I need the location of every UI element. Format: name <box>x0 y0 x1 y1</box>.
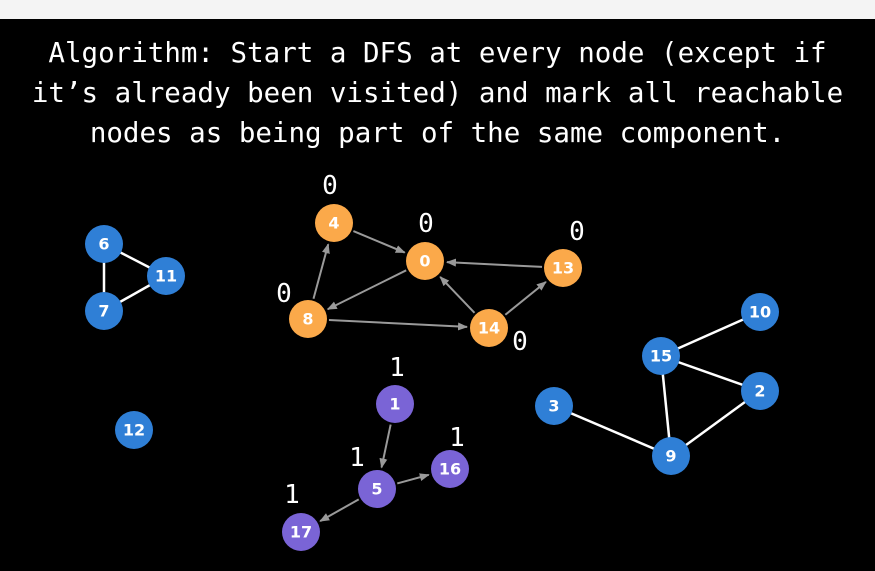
node-14: 14 <box>470 309 508 347</box>
node-circle <box>544 249 582 287</box>
component-label-5: 1 <box>349 443 365 473</box>
node-id-label: 3 <box>548 397 559 416</box>
node-id-label: 14 <box>478 319 500 338</box>
node-circle <box>741 293 779 331</box>
node-circle <box>406 242 444 280</box>
node-circle <box>147 257 185 295</box>
node-11: 11 <box>147 257 185 295</box>
node-8: 8 <box>289 300 327 338</box>
node-circle <box>282 513 320 551</box>
node-circle <box>115 411 153 449</box>
node-12: 12 <box>115 411 153 449</box>
node-16: 16 <box>431 450 469 488</box>
component-label-17: 1 <box>284 480 300 510</box>
node-3: 3 <box>535 387 573 425</box>
edge-14-13 <box>504 281 547 316</box>
node-17: 17 <box>282 513 320 551</box>
node-circle <box>535 387 573 425</box>
node-id-label: 7 <box>98 302 109 321</box>
node-id-label: 5 <box>371 480 382 499</box>
node-13: 13 <box>544 249 582 287</box>
node-circle <box>470 309 508 347</box>
node-id-label: 9 <box>665 447 676 466</box>
node-circle <box>741 372 779 410</box>
node-id-label: 17 <box>290 523 312 542</box>
node-circle <box>315 204 353 242</box>
window-top-bar <box>0 0 875 19</box>
edge-1-5 <box>379 424 392 469</box>
node-9: 9 <box>652 437 690 475</box>
node-id-label: 6 <box>98 235 109 254</box>
node-circle <box>358 470 396 508</box>
node-id-label: 13 <box>552 259 574 278</box>
edge-4-0 <box>352 230 406 254</box>
node-id-label: 8 <box>302 310 313 329</box>
node-id-label: 4 <box>328 214 339 233</box>
node-circle <box>376 385 414 423</box>
node-1: 1 <box>376 385 414 423</box>
component-label-0: 0 <box>418 209 434 239</box>
edge-13-0 <box>445 258 543 268</box>
node-circle <box>289 300 327 338</box>
component-labels-layer: 0 0 0 0 0 1 1 1 1 <box>276 171 585 510</box>
edge-14-0 <box>439 276 476 314</box>
edge-5-16 <box>396 473 430 485</box>
node-id-label: 11 <box>155 267 177 286</box>
node-id-label: 15 <box>650 347 672 366</box>
node-0: 0 <box>406 242 444 280</box>
node-id-label: 1 <box>389 395 400 414</box>
component-label-4: 0 <box>322 171 338 201</box>
node-5: 5 <box>358 470 396 508</box>
node-id-label: 0 <box>419 252 430 271</box>
edge-5-17 <box>319 498 360 523</box>
node-circle <box>652 437 690 475</box>
algorithm-description: Algorithm: Start a DFS at every node (ex… <box>31 37 844 149</box>
edge-3-9 <box>553 404 672 458</box>
component-label-16: 1 <box>449 423 465 453</box>
node-7: 7 <box>85 292 123 330</box>
node-id-label: 2 <box>754 382 765 401</box>
node-2: 2 <box>741 372 779 410</box>
node-id-label: 10 <box>749 303 771 322</box>
node-circle <box>85 225 123 263</box>
node-4: 4 <box>315 204 353 242</box>
component-label-8: 0 <box>276 279 292 309</box>
node-id-label: 16 <box>439 460 461 479</box>
node-id-label: 12 <box>123 421 145 440</box>
node-6: 6 <box>85 225 123 263</box>
component-label-13: 0 <box>569 217 585 247</box>
node-circle <box>431 450 469 488</box>
node-10: 10 <box>741 293 779 331</box>
node-15: 15 <box>642 337 680 375</box>
component-label-14: 0 <box>512 327 528 357</box>
edge-0-8 <box>326 269 407 311</box>
node-circle <box>85 292 123 330</box>
node-circle <box>642 337 680 375</box>
edge-8-14 <box>328 319 469 331</box>
edge-8-4 <box>312 243 330 299</box>
component-label-1: 1 <box>389 353 405 383</box>
